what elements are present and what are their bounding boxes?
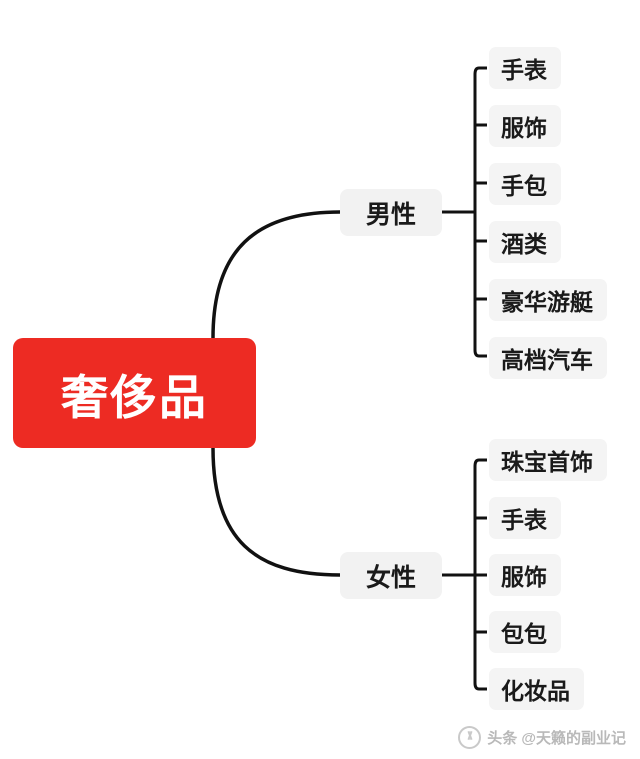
leaf-node-female-2[interactable]: 手表 — [489, 497, 561, 539]
root-node-label: 奢侈品 — [61, 370, 208, 424]
leaf-node-female-5[interactable]: 化妆品 — [489, 668, 584, 710]
leaf-node-male-6[interactable]: 高档汽车 — [489, 337, 607, 379]
branch-node-female[interactable]: 女性 — [340, 552, 442, 599]
root-node[interactable]: 奢侈品 — [13, 338, 256, 448]
toutiao-logo-icon — [458, 726, 482, 749]
leaf-node-male-1[interactable]: 手表 — [489, 47, 561, 89]
leaf-node-label: 手包 — [501, 173, 547, 199]
leaf-node-label: 手表 — [501, 507, 547, 533]
leaf-node-label: 高档汽车 — [501, 347, 593, 373]
leaf-node-label: 包包 — [501, 621, 547, 647]
leaf-node-male-3[interactable]: 手包 — [489, 163, 561, 205]
leaf-node-label: 手表 — [501, 57, 547, 83]
branch-node-female-label: 女性 — [365, 563, 416, 592]
watermark: 头条 @天籁的副业记 — [458, 726, 626, 749]
branch-node-male-label: 男性 — [365, 200, 416, 229]
leaf-node-label: 酒类 — [501, 231, 547, 257]
leaf-node-label: 豪华游艇 — [501, 289, 593, 315]
leaf-node-female-1[interactable]: 珠宝首饰 — [489, 439, 607, 481]
leaf-node-female-3[interactable]: 服饰 — [489, 554, 561, 596]
leaf-node-male-2[interactable]: 服饰 — [489, 105, 561, 147]
leaf-node-male-5[interactable]: 豪华游艇 — [489, 279, 607, 321]
leaf-node-female-4[interactable]: 包包 — [489, 611, 561, 653]
leaf-node-label: 珠宝首饰 — [501, 449, 593, 475]
branch-node-male[interactable]: 男性 — [340, 189, 442, 236]
leaf-node-label: 服饰 — [501, 115, 547, 141]
leaf-node-label: 服饰 — [501, 564, 547, 590]
watermark-text: 头条 @天籁的副业记 — [487, 730, 626, 747]
leaf-node-label: 化妆品 — [501, 678, 570, 704]
leaf-node-male-4[interactable]: 酒类 — [489, 221, 561, 263]
